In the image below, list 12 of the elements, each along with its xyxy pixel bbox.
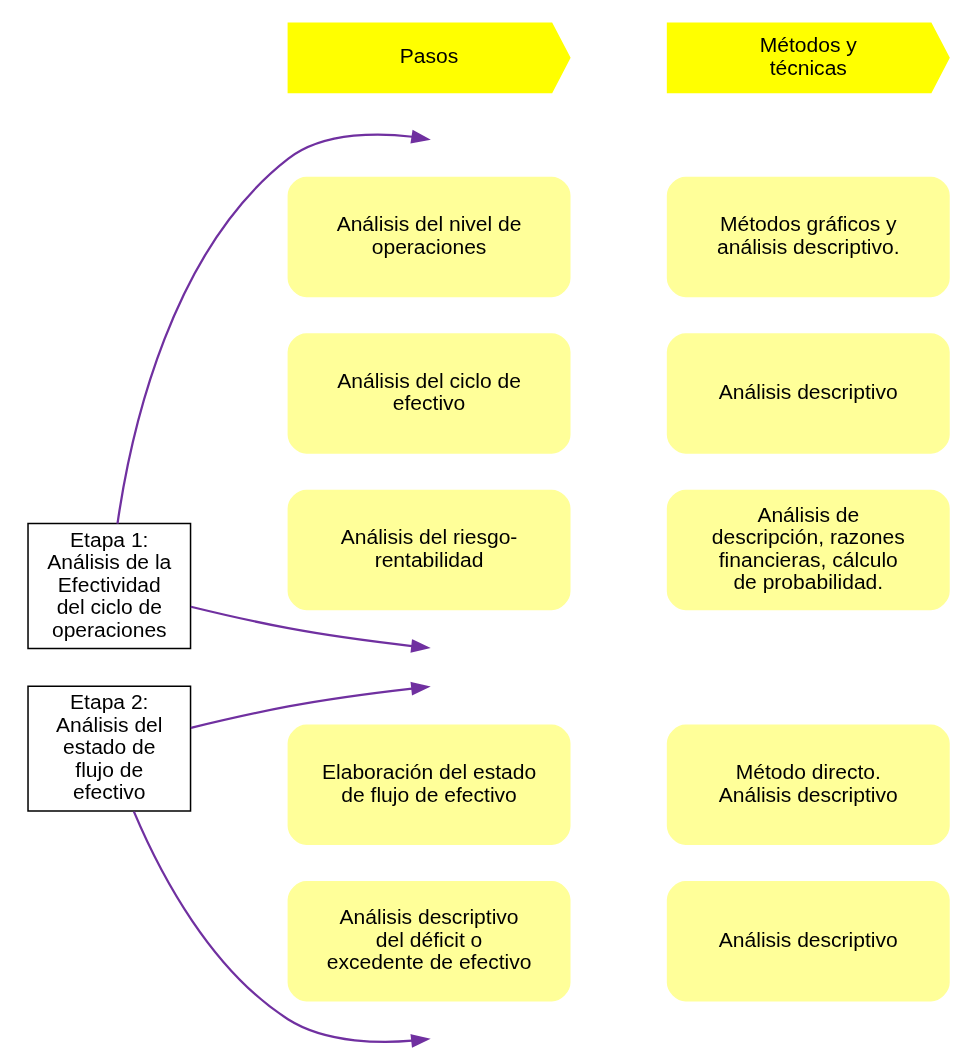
node-box: Análisis descriptivo del déficit o excedente de efectivo — [287, 881, 570, 1002]
node-box: Elaboración del estado de flujo de efectivo — [287, 724, 570, 845]
node-box: Análisis descriptivo — [666, 333, 950, 454]
node-box: Análisis del ciclo de efectivo — [287, 333, 570, 454]
node-box: Etapa 1: Análisis de la Efectividad del ciclo de operaciones — [26, 522, 191, 650]
node-box: Método directo. Análisis descriptivo — [666, 724, 950, 845]
node-box: Análisis del nivel de operaciones — [287, 176, 570, 298]
node-box: Análisis del riesgo-rentabilidad — [287, 489, 570, 611]
node-box: Análisis de descripción, razones financieras, cálculo de probabilidad. — [666, 489, 950, 611]
node-box: Etapa 2: Análisis del estado de flujo de efectivo — [26, 685, 191, 812]
node-box: Análisis descriptivo — [666, 881, 950, 1002]
node-box: Métodos gráficos y análisis descriptivo. — [666, 176, 950, 298]
